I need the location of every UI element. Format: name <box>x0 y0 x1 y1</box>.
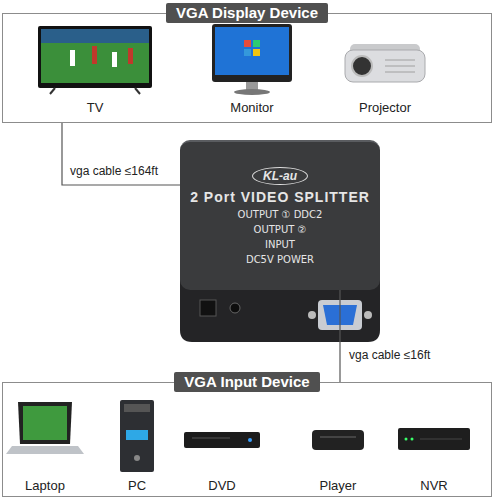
node-label: DVD <box>208 478 235 493</box>
cable-label: vga cable ≤164ft <box>68 164 160 178</box>
node-label: NVR <box>420 478 447 493</box>
player-body <box>312 430 364 450</box>
windows-logo <box>253 49 260 56</box>
monitor-base <box>234 89 270 95</box>
device-item: PC <box>128 478 146 493</box>
node-label: TV <box>87 100 104 115</box>
cable-line <box>339 290 340 382</box>
node-text: DC5V POWER <box>246 254 314 265</box>
nvr-line <box>420 439 462 440</box>
tv-bezel <box>38 26 152 88</box>
device-item: Monitor <box>230 100 273 115</box>
tv-screen <box>41 29 149 83</box>
dvd-led <box>248 438 252 442</box>
dvd-body <box>184 432 260 448</box>
node-label: KL-au <box>252 167 308 185</box>
tv-stands <box>41 29 149 43</box>
node-text: OUTPUT ② <box>254 224 307 235</box>
windows-logo <box>253 40 260 47</box>
node-label: VGA Display Device <box>166 3 328 23</box>
laptop-base <box>6 446 84 454</box>
tv-foot <box>50 88 55 94</box>
pc-bay <box>124 404 150 412</box>
node-label: Projector <box>359 100 411 115</box>
nvr-led <box>411 438 414 441</box>
projector-vent <box>385 66 415 67</box>
tv-foot <box>135 88 140 94</box>
power-jack <box>230 303 240 313</box>
tv-player <box>92 46 97 64</box>
node-text: 2 Port VIDEO SPLITTER <box>190 189 370 205</box>
windows-logo <box>244 40 251 47</box>
pc-button <box>134 455 140 461</box>
monitor-neck <box>246 82 258 90</box>
laptop-screen <box>23 406 67 440</box>
pc-display <box>126 430 148 440</box>
node-label: Player <box>320 478 357 493</box>
port-screw <box>308 311 316 319</box>
node-text: OUTPUT ① DDC2 <box>238 209 323 220</box>
node-label: VGA Input Device <box>174 372 319 392</box>
nvr-led <box>405 438 408 441</box>
splitter-device: KL-au 2 Port VIDEO SPLITTER OUTPUT ① DDC2O… <box>180 140 380 290</box>
projector-body <box>345 50 425 82</box>
device-item: Player <box>320 478 357 493</box>
nvr-body <box>398 428 470 450</box>
device-item: Laptop <box>25 478 65 493</box>
node-label: Monitor <box>230 100 273 115</box>
tv-player <box>112 52 117 67</box>
port-screw <box>364 311 372 319</box>
projector-vent <box>385 60 415 61</box>
projector-vent <box>385 72 415 73</box>
projector-lens <box>352 56 372 76</box>
tv-player <box>128 48 133 64</box>
tv-player <box>70 50 75 66</box>
dvd-tray <box>192 438 230 439</box>
windows-logo <box>244 49 251 56</box>
device-item: TV <box>87 100 104 115</box>
device-item: Projector <box>359 100 411 115</box>
cable-label: vga cable ≤16ft <box>347 348 432 362</box>
node-text: INPUT <box>265 239 295 250</box>
device-group: TVMonitorProjectorVGA Display Device <box>2 13 492 123</box>
device-item: DVD <box>208 478 235 493</box>
node-label: PC <box>128 478 146 493</box>
monitor-screen <box>215 27 289 75</box>
laptop-lid <box>18 402 72 444</box>
device-item: NVR <box>420 478 447 493</box>
cable-line <box>62 123 180 185</box>
node-label: Laptop <box>25 478 65 493</box>
pc-tower <box>120 400 154 472</box>
monitor-bezel <box>212 24 292 82</box>
power-switch <box>200 300 216 316</box>
player-slot <box>320 437 356 438</box>
device-group: LaptopPCDVDPlayerNVRVGA Input Device <box>2 382 492 497</box>
